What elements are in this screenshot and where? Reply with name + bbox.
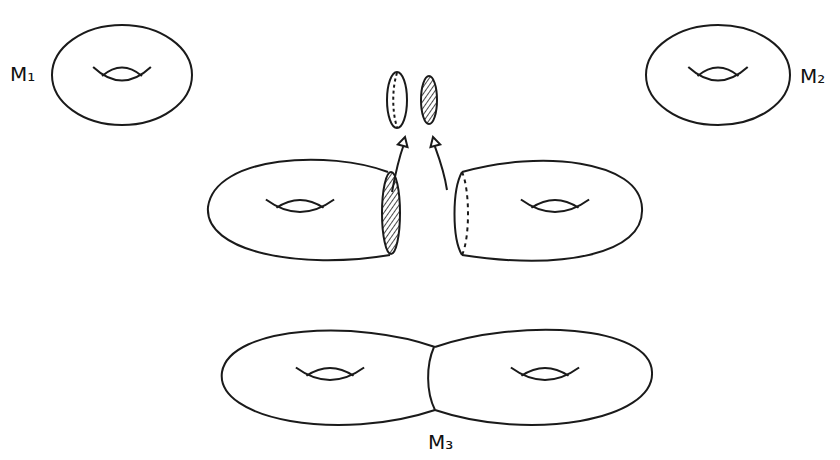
disk [387, 72, 407, 128]
torus-hole [697, 68, 738, 77]
torus-hole [266, 199, 334, 211]
torus-outline [222, 331, 435, 425]
torus-outline [646, 25, 790, 125]
removed-disks [387, 72, 437, 128]
torus-hole [306, 368, 353, 376]
torus-hole [102, 68, 142, 77]
torus-hole [521, 199, 589, 211]
torus [52, 25, 192, 125]
neck-seam [428, 347, 435, 410]
torus-hole [93, 67, 151, 81]
arrow [430, 137, 447, 190]
removed-disk-boundary [455, 172, 463, 255]
torus-hole [521, 368, 568, 376]
connected-sum [222, 330, 652, 425]
manifold-label: M₃ [428, 432, 453, 452]
arrow [392, 137, 408, 192]
torus-hole [276, 200, 323, 208]
arrow-shaft [434, 144, 447, 190]
arrow-head [430, 137, 440, 147]
punctured-torus [208, 160, 400, 261]
torus-hole [688, 67, 747, 81]
torus-outline [435, 330, 652, 425]
torus-outline [208, 160, 390, 261]
torus-outline [52, 25, 192, 125]
manifold-label: M₁ [10, 64, 35, 84]
removed-disk-boundary [462, 172, 468, 255]
disk-seam [393, 73, 397, 127]
disk [421, 76, 437, 124]
arrow-head [398, 137, 408, 147]
torus-hole [511, 367, 579, 379]
torus-outline [462, 161, 642, 261]
torus [646, 25, 790, 125]
torus-hole [296, 367, 364, 379]
torus-hole [531, 200, 578, 208]
arrow-shaft [392, 144, 404, 192]
punctured-torus [455, 161, 643, 261]
removed-disk-boundary [382, 172, 400, 254]
manifold-label: M₂ [800, 66, 825, 86]
